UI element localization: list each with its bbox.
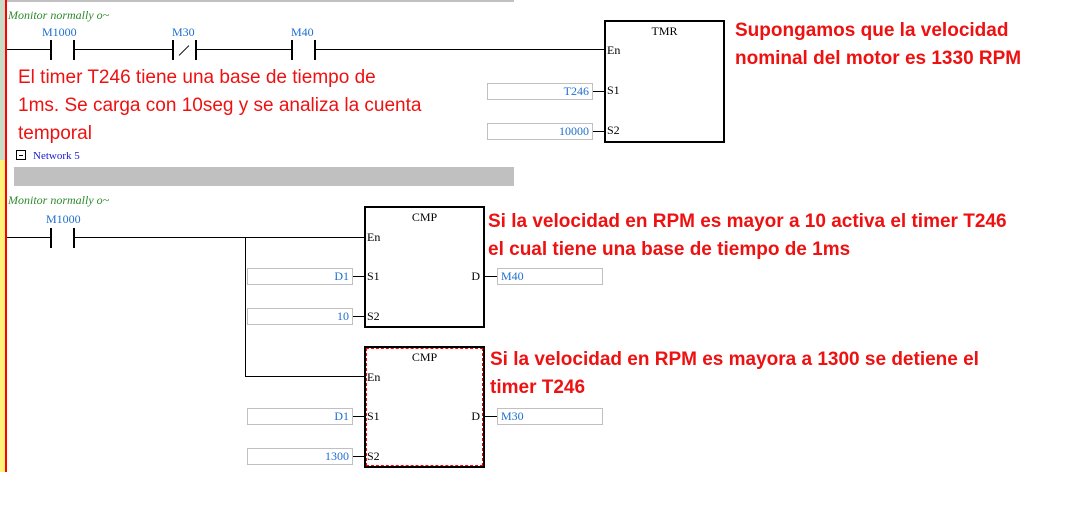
contact-bar-right (73, 228, 75, 248)
s1-wire (353, 416, 364, 417)
pin-en: En (367, 370, 381, 384)
note-line: temporal (18, 123, 92, 144)
note-line: nominal del motor es 1330 RPM (735, 48, 1022, 69)
s2-wire (353, 316, 364, 317)
contact-m40[interactable]: M40 (283, 25, 323, 62)
contact-label: M40 (291, 25, 314, 39)
contact-m1000[interactable]: M1000 (42, 25, 82, 62)
contact-bar-left (50, 40, 52, 60)
contact-bar-right (314, 40, 316, 60)
pin-s1: S1 (607, 83, 620, 97)
cmp1-d-field[interactable]: M40 (497, 268, 603, 285)
note-cmp2: Si la velocidad en RPM es mayora a 1300 … (490, 346, 1071, 402)
note-nominal-speed: Supongamos que la velocidad nominal del … (735, 17, 1071, 73)
pin-s2: S2 (607, 123, 620, 137)
network5-branch (245, 237, 246, 377)
network5-rung (7, 237, 365, 238)
gutter-top (0, 0, 5, 160)
pin-s1: S1 (367, 409, 380, 423)
note-line: El timer T246 tiene una base de tiempo d… (18, 67, 376, 88)
cmp-block-2[interactable]: CMP En S1 S2 D (364, 346, 485, 468)
contact-m1000[interactable]: M1000 (42, 212, 82, 250)
note-line: Si la velocidad en RPM es mayor a 10 act… (488, 211, 1007, 232)
block-title: CMP (411, 350, 438, 364)
cmp1-s2-field[interactable]: 10 (247, 308, 353, 325)
d-wire (485, 276, 497, 277)
block-title: TMR (651, 24, 678, 38)
network4-comment: Monitor normally o~ (8, 8, 110, 22)
note-line: el cual tiene una base de tiempo de 1ms (488, 239, 851, 260)
contact-bar-left (291, 40, 293, 60)
network-header-bar (7, 0, 514, 2)
d-wire (485, 416, 497, 417)
tmr-block[interactable]: TMR En S1 S2 (604, 20, 725, 143)
s1-wire (353, 276, 364, 277)
tmr-s2-field[interactable]: 10000 (487, 123, 593, 140)
contact-label: M1000 (46, 212, 81, 226)
note-timer-description: El timer T246 tiene una base de tiempo d… (18, 64, 488, 148)
note-line: timer T246 (490, 377, 586, 398)
s2-wire (593, 131, 604, 132)
contact-bar-left (172, 40, 174, 60)
s2-wire (353, 456, 364, 457)
contact-label: M1000 (42, 25, 77, 39)
note-cmp1: Si la velocidad en RPM es mayor a 10 act… (488, 208, 1071, 264)
contact-label: M30 (172, 25, 195, 39)
cmp2-d-field[interactable]: M30 (497, 408, 603, 425)
contact-m30[interactable]: M30 (164, 25, 204, 62)
cmp-block-1[interactable]: CMP En S1 S2 D (364, 206, 485, 328)
cmp2-s2-field[interactable]: 1300 (247, 448, 353, 465)
cmp1-s1-field[interactable]: D1 (247, 268, 353, 285)
network5-branch-rung (245, 376, 365, 377)
note-line: 1ms. Se carga con 10seg y se analiza la … (18, 95, 422, 116)
note-line: Supongamos que la velocidad (735, 20, 1009, 41)
pin-en: En (367, 230, 381, 244)
tmr-s1-field[interactable]: T246 (487, 83, 593, 100)
contact-bar-right (73, 40, 75, 60)
network5-comment-bar[interactable] (14, 167, 514, 186)
network-5-label: Network 5 (33, 150, 80, 162)
network5-comment: Monitor normally o~ (8, 193, 110, 207)
note-line: Si la velocidad en RPM es mayora a 1300 … (490, 349, 979, 370)
cmp2-s1-field[interactable]: D1 (247, 408, 353, 425)
gutter-bottom (0, 160, 5, 472)
contact-bar-left (50, 228, 52, 248)
pin-d: D (471, 409, 480, 423)
pin-en: En (607, 43, 621, 57)
pin-s1: S1 (367, 269, 380, 283)
collapse-network-icon[interactable] (16, 150, 26, 160)
left-power-rail (5, 0, 7, 472)
pin-s2: S2 (367, 449, 380, 463)
contact-bar-right (195, 40, 197, 60)
s1-wire (593, 91, 604, 92)
pin-s2: S2 (367, 309, 380, 323)
pin-d: D (471, 269, 480, 283)
block-title: CMP (411, 210, 438, 224)
